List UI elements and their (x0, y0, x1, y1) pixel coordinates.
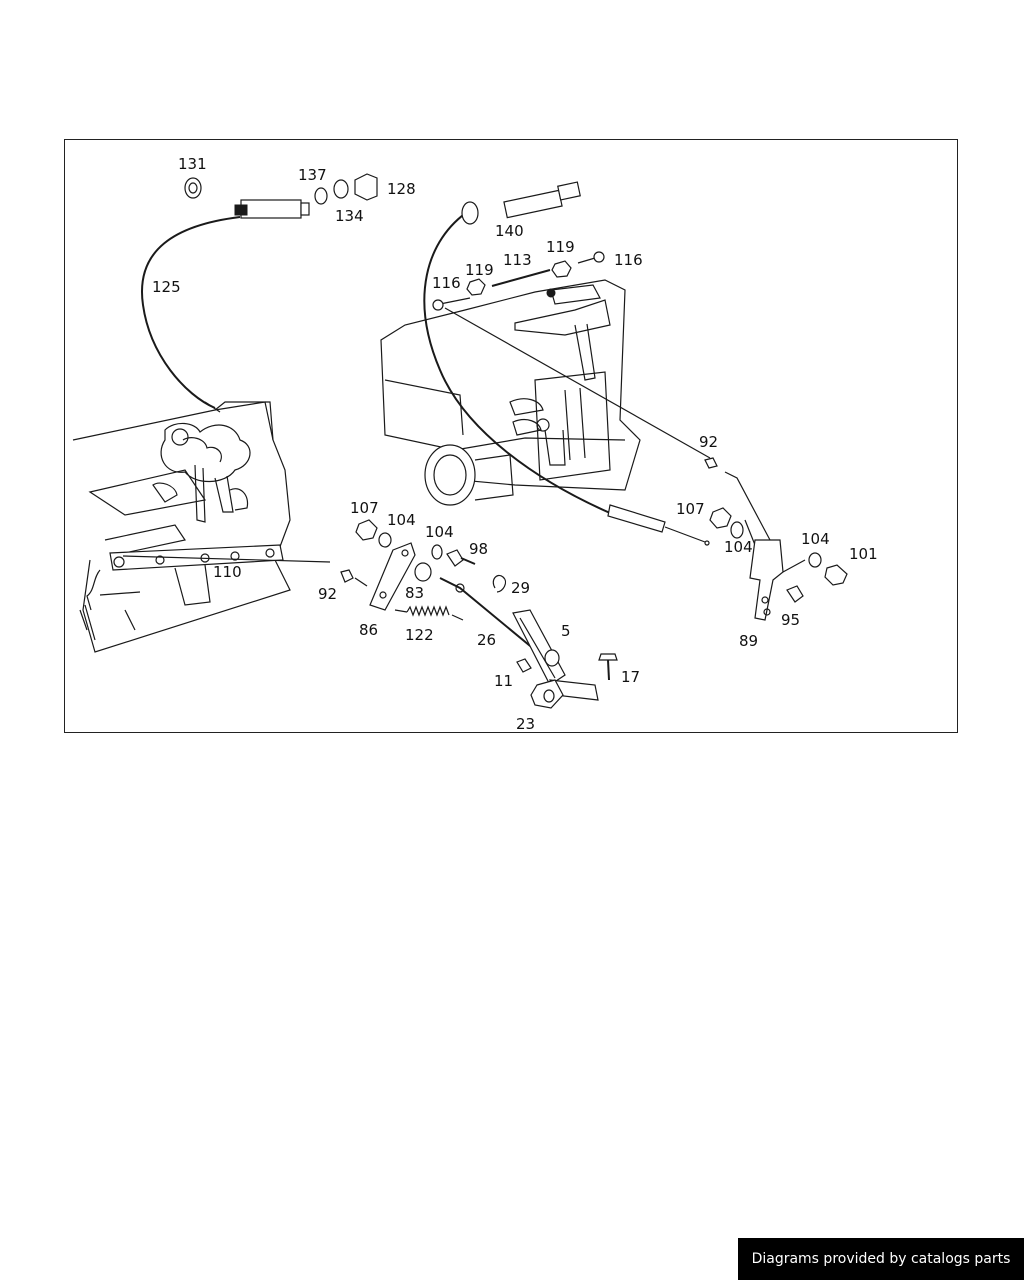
part-label: 131 (178, 155, 207, 173)
part-label: 137 (298, 166, 327, 184)
part-label: 110 (213, 563, 242, 581)
part-label: 86 (359, 621, 378, 639)
part-label: 29 (511, 579, 530, 597)
left-engine-drawing (72, 173, 378, 653)
part-label: 11 (494, 672, 513, 690)
part-label: 17 (621, 668, 640, 686)
part-label: 128 (387, 180, 416, 198)
part-label: 125 (152, 278, 181, 296)
part-label: 119 (465, 261, 494, 279)
part-label: 119 (546, 238, 575, 256)
right-engine-drawing (380, 181, 848, 621)
part-label: 140 (495, 222, 524, 240)
parts-diagram-frame: 131 137 128 134 140 125 119 113 119 116 … (64, 139, 958, 733)
part-label: 26 (477, 631, 496, 649)
part-label: 89 (739, 632, 758, 650)
part-label: 116 (432, 274, 461, 292)
part-label: 116 (614, 251, 643, 269)
part-label: 104 (724, 538, 753, 556)
part-label: 95 (781, 611, 800, 629)
part-labels: 131 137 128 134 140 125 119 113 119 116 … (152, 155, 878, 733)
pedal-assembly-drawing (340, 519, 618, 709)
part-label: 23 (516, 715, 535, 733)
part-label: 104 (387, 511, 416, 529)
part-label: 104 (425, 523, 454, 541)
part-label: 101 (849, 545, 878, 563)
part-label: 92 (318, 585, 337, 603)
part-label: 92 (699, 433, 718, 451)
part-label: 113 (503, 251, 532, 269)
part-label: 107 (350, 499, 379, 517)
parts-diagram: 131 137 128 134 140 125 119 113 119 116 … (72, 155, 878, 733)
part-label: 5 (561, 622, 571, 640)
part-label: 104 (801, 530, 830, 548)
part-label: 134 (335, 207, 364, 225)
part-label: 122 (405, 626, 434, 644)
part-label: 107 (676, 500, 705, 518)
diagram-credit-badge: Diagrams provided by catalogs parts (738, 1238, 1024, 1280)
part-label: 83 (405, 584, 424, 602)
part-label: 98 (469, 540, 488, 558)
